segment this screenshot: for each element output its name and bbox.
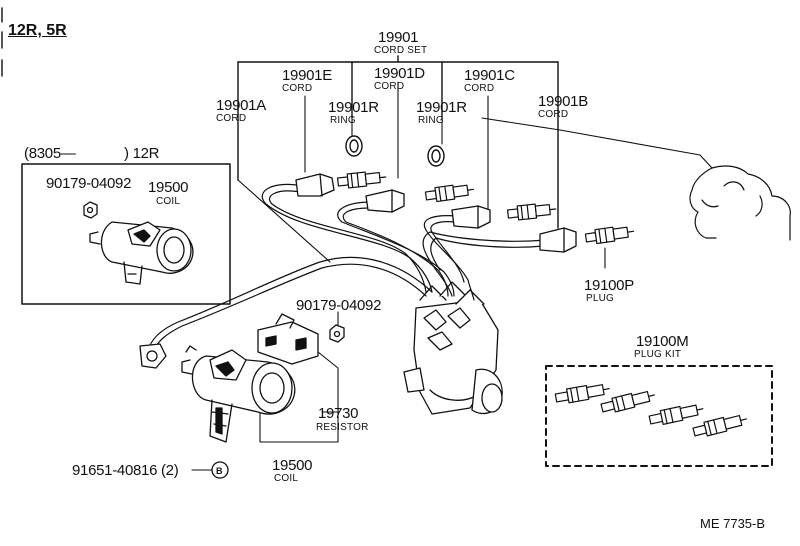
cord-d-part-number: 19901D: [374, 65, 425, 82]
cord-boots: [139, 173, 577, 369]
plug-kit-part-number: 19100M: [636, 333, 689, 350]
inset-frame: [21, 163, 231, 305]
cord-e-name: CORD: [282, 83, 313, 94]
bolt-reference-letter: B: [216, 466, 223, 476]
ring-1-part-number: 19901R: [328, 99, 379, 116]
cord-c-part-number: 19901C: [464, 67, 515, 84]
distributor: [403, 281, 503, 415]
figure-code: ME 7735-B: [700, 516, 766, 531]
plug-kit-name: PLUG KIT: [634, 349, 682, 360]
inset-nut-part-number: 90179-04092: [46, 175, 132, 192]
coil-name: COIL: [274, 473, 299, 484]
cord-set-part-number: 19901: [378, 29, 419, 46]
cord-set-plugs: [336, 171, 635, 245]
model-heading: 12R, 5R: [8, 22, 67, 39]
coil-part-number: 19500: [272, 457, 313, 474]
ring-2-part-number: 19901R: [416, 99, 467, 116]
cord-b-name: CORD: [538, 109, 569, 120]
cord-a-part-number: 19901A: [216, 97, 266, 114]
inset-coil: [83, 201, 194, 285]
inset-coil-name: COIL: [156, 196, 181, 207]
resistor-name: RESISTOR: [316, 422, 369, 433]
main-coil-assembly: [181, 313, 345, 479]
plug-kit-plugs: [554, 384, 747, 437]
ring-2-name: RING: [418, 115, 444, 126]
cord-e-part-number: 19901E: [282, 67, 332, 84]
inset-heading-left: (8305—: [24, 145, 76, 162]
resistor-part-number: 19730: [318, 405, 359, 422]
nut-part-number: 90179-04092: [296, 297, 382, 314]
plug-part-number: 19100P: [584, 277, 634, 294]
cord-a-name: CORD: [216, 113, 247, 124]
plug-name: PLUG: [586, 293, 615, 304]
engine-silhouette: [689, 165, 791, 241]
bolt-part-number: 91651-40816 (2): [72, 462, 179, 479]
plug-cords: [147, 183, 547, 353]
cord-set-bracket: [237, 55, 559, 229]
cord-set-name: CORD SET: [374, 45, 428, 56]
inset-heading-right: ) 12R: [124, 145, 160, 162]
ring-1-name: RING: [330, 115, 356, 126]
leader-lines: [191, 81, 713, 471]
cord-b-part-number: 19901B: [538, 93, 588, 110]
cord-d-name: CORD: [374, 81, 405, 92]
inset-coil-part-number: 19500: [148, 179, 189, 196]
rings: [345, 135, 445, 167]
plug-kit-box: [545, 365, 773, 467]
cord-c-name: CORD: [464, 83, 495, 94]
